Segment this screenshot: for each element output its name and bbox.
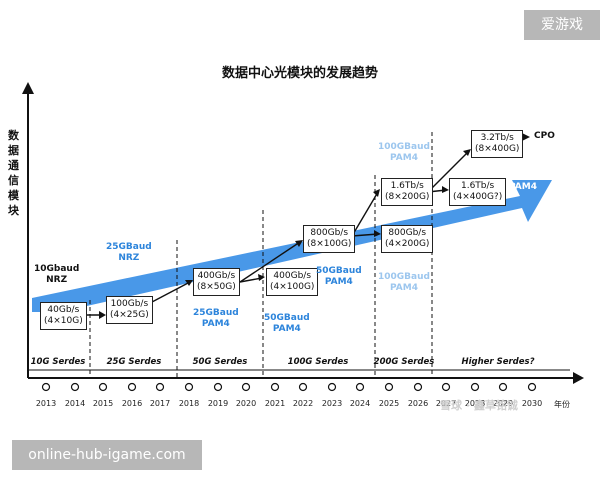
era-higher: Higher Serdes? (461, 357, 535, 367)
year-2020: 2020 (235, 399, 257, 408)
spec-box-3.2t: 3.2Tb/s (8×400G) (471, 130, 524, 158)
year-2019: 2019 (207, 399, 229, 408)
year-2014: 2014 (64, 399, 86, 408)
era-200g: 200G Serdes (373, 357, 435, 367)
year-2029: 2029 (492, 399, 514, 408)
year-2028: 2028 (464, 399, 486, 408)
year-axis-unit: 年份 (554, 400, 570, 409)
spec-box-100g: 100Gb/s (4×25G) (106, 296, 153, 324)
label-200gbaud-pam4: 200GBaud PAM4 (497, 171, 549, 192)
spec-box-1.6t-8x200: 1.6Tb/s (8×200G) (381, 178, 434, 206)
year-2025: 2025 (378, 399, 400, 408)
year-2022: 2022 (292, 399, 314, 408)
label-50gbaud-pam4-a: 50GBaud PAM4 (264, 313, 310, 334)
label-50gbaud-pam4-b: 50GBaud PAM4 (316, 266, 362, 287)
connector-arrowheads (99, 133, 530, 319)
year-2027: 2027 (435, 399, 457, 408)
year-ticks (41, 382, 537, 392)
site-badge[interactable]: 爱游戏 (524, 10, 600, 40)
era-10g: 10G Serdes (30, 357, 86, 367)
year-2016: 2016 (121, 399, 143, 408)
label-100gbaud-pam4-a: 100GBaud PAM4 (378, 142, 430, 163)
site-url-banner[interactable]: online-hub-igame.com (12, 440, 202, 470)
year-2021: 2021 (264, 399, 286, 408)
spec-box-800g-8x100: 800Gb/s (8×100G) (303, 225, 356, 253)
label-25gbaud-pam4: 25GBaud PAM4 (193, 308, 239, 329)
spec-box-400g-4x100: 400Gb/s (4×100G) (266, 268, 319, 296)
watermark-text: 雪球 · 鑫草铭诚 (440, 399, 518, 412)
era-100g: 100G Serdes (287, 357, 349, 367)
year-2013: 2013 (35, 399, 57, 408)
label-25gbaud-nrz: 25GBaud NRZ (106, 242, 152, 263)
y-axis-arrowhead (22, 82, 34, 94)
diagram-title: 数据中心光模块的发展趋势 (221, 66, 378, 81)
spec-box-40g: 40Gb/s (4×10G) (40, 302, 87, 330)
year-2017: 2017 (149, 399, 171, 408)
y-axis-label: 数据通信模块 (8, 129, 19, 217)
label-cpo: CPO (534, 131, 555, 141)
spec-box-400g-8x50: 400Gb/s (8×50G) (193, 268, 240, 296)
label-10gbaud-nrz: 10Gbaud NRZ (34, 264, 80, 285)
era-50g: 50G Serdes (192, 357, 248, 367)
spec-box-1.6t-4x400: 1.6Tb/s (4×400G?) (449, 178, 507, 206)
x-axis-arrowhead (573, 372, 584, 384)
trend-arrow (32, 180, 552, 312)
era-separators (89, 132, 433, 378)
era-25g: 25G Serdes (106, 357, 162, 367)
year-2026: 2026 (407, 399, 429, 408)
year-2018: 2018 (178, 399, 200, 408)
year-2023: 2023 (321, 399, 343, 408)
label-100gbaud-pam4-b: 100GBaud PAM4 (378, 272, 430, 293)
year-2024: 2024 (349, 399, 371, 408)
spec-box-800g-4x200: 800Gb/s (4×200G) (381, 225, 434, 253)
year-2030: 2030 (521, 399, 543, 408)
year-2015: 2015 (92, 399, 114, 408)
